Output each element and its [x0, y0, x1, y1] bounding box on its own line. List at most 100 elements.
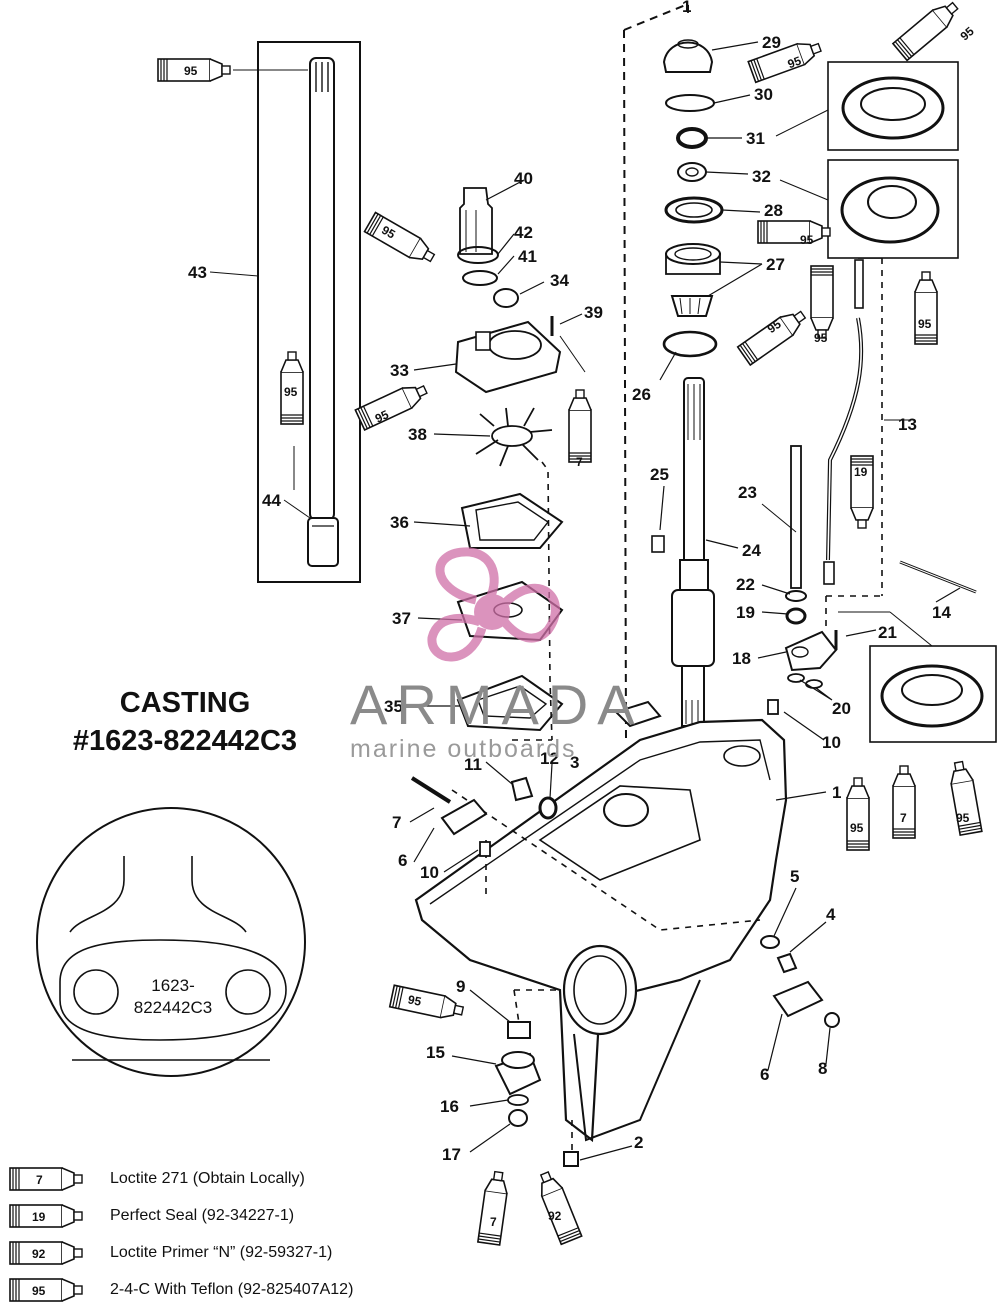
- callout-34: 34: [550, 271, 569, 290]
- sealant-legend: 7 Loctite 271 (Obtain Locally) 19 Perfec…: [8, 1160, 428, 1308]
- driveshaft-bearing-stack: [623, 2, 724, 741]
- legend-label: Loctite Primer “N” (92-59327-1): [110, 1243, 333, 1261]
- casting-heading: CASTING #1623-822442C3: [60, 684, 310, 760]
- tube-label: 92: [548, 1209, 562, 1223]
- callout-17: 17: [442, 1145, 461, 1164]
- tube-label: 19: [854, 465, 868, 479]
- tube-label: 95: [407, 992, 423, 1009]
- callout-14: 14: [932, 603, 951, 622]
- casting-number: #1623-822442C3: [72, 725, 298, 757]
- tube-19-icon: 19: [9, 1203, 83, 1228]
- legend-row: 95 2-4-C With Teflon (92-825407A12): [8, 1271, 428, 1308]
- callout-23: 23: [738, 483, 757, 502]
- callout-20: 20: [832, 699, 851, 718]
- tube-95-icon: [388, 984, 466, 1023]
- tube-label: 95: [284, 385, 298, 399]
- tube-95-icon: [363, 211, 439, 269]
- tube-92-icon: 92: [9, 1240, 83, 1265]
- callout-6: 6: [398, 851, 407, 870]
- callout-12: 12: [540, 749, 559, 768]
- gear-housing: [414, 718, 788, 1162]
- callout-42: 42: [514, 223, 533, 242]
- watermark-tagline: marine outboards: [350, 735, 577, 763]
- legend-code: 19: [32, 1210, 46, 1224]
- callout-31: 31: [746, 129, 765, 148]
- callout-5: 5: [790, 867, 799, 886]
- tube-95-icon: 95: [9, 1277, 83, 1302]
- tube-label: 7: [490, 1215, 497, 1229]
- tube-7-icon: [568, 389, 592, 463]
- callout-8: 8: [818, 1059, 827, 1078]
- tube-label: 95: [958, 24, 977, 44]
- legend-row: 7 Loctite 271 (Obtain Locally): [8, 1160, 428, 1197]
- callout-21: 21: [878, 623, 897, 642]
- callout-26: 26: [632, 385, 651, 404]
- tube-label: 95: [800, 233, 814, 247]
- tube-95-icon: [354, 378, 431, 431]
- legend-label: 2-4-C With Teflon (92-825407A12): [110, 1280, 354, 1298]
- callout-2: 2: [634, 1133, 643, 1152]
- callout-15: 15: [426, 1043, 445, 1062]
- tube-95-icon: [914, 271, 938, 345]
- tube-95-icon: [810, 265, 834, 339]
- callout-19: 19: [736, 603, 755, 622]
- callout-27: 27: [766, 255, 785, 274]
- part-callouts: 1 29 30 31 32 28 27 26 25 24 23 22 19 18…: [188, 0, 951, 1164]
- callout-10: 10: [822, 733, 841, 752]
- callout-30: 30: [754, 85, 773, 104]
- armada-logo: [427, 547, 560, 662]
- callout-38: 38: [408, 425, 427, 444]
- seal-detail-boxes: [775, 61, 997, 743]
- tube-label: 95: [956, 811, 970, 825]
- tube-label: 95: [786, 53, 804, 71]
- callout-32: 32: [752, 167, 771, 186]
- casting-detail-label: 1623- 822442C3: [133, 976, 213, 1017]
- tube-label: 95: [373, 407, 391, 425]
- shift-linkage: [761, 257, 977, 689]
- legend-code: 92: [32, 1247, 46, 1261]
- tube-95-icon: [846, 777, 870, 851]
- callout-6: 6: [760, 1065, 769, 1084]
- casting-title: CASTING: [119, 687, 251, 719]
- callout-9: 9: [456, 977, 465, 996]
- tube-label: 7: [900, 811, 907, 825]
- tube-label: 95: [379, 223, 398, 242]
- tube-92-icon: [533, 1168, 583, 1246]
- callout-44: 44: [262, 491, 281, 510]
- legend-label: Perfect Seal (92-34227-1): [110, 1206, 295, 1224]
- callout-10: 10: [420, 863, 439, 882]
- tube-95-icon: [757, 220, 831, 244]
- callout-41: 41: [518, 247, 537, 266]
- tube-7-icon: [892, 765, 916, 839]
- legend-row: 92 Loctite Primer “N” (92-59327-1): [8, 1234, 428, 1271]
- callout-24: 24: [742, 541, 761, 560]
- callout-36: 36: [390, 513, 409, 532]
- tube-labels: 95 95 95 95 95 95 95 95 95 95 19 7 95 7 …: [184, 24, 977, 1229]
- tube-label: 95: [184, 64, 198, 78]
- callout-13: 13: [898, 415, 917, 434]
- callout-40: 40: [514, 169, 533, 188]
- watermark-brand: ARMADA: [350, 673, 644, 736]
- legend-row: 19 Perfect Seal (92-34227-1): [8, 1197, 428, 1234]
- casting-detail-view: [36, 807, 306, 1077]
- callout-1: 1: [682, 0, 691, 16]
- callout-7: 7: [392, 813, 401, 832]
- tube-7-icon: 7: [9, 1166, 83, 1191]
- callout-18: 18: [732, 649, 751, 668]
- tube-7-icon: [477, 1169, 511, 1246]
- callout-22: 22: [736, 575, 755, 594]
- callout-16: 16: [440, 1097, 459, 1116]
- tube-label: 95: [850, 821, 864, 835]
- tube-95-icon: [892, 0, 964, 62]
- small-hardware: [410, 699, 840, 1167]
- callout-1: 1: [832, 783, 841, 802]
- callout-3: 3: [570, 753, 579, 772]
- callout-37: 37: [392, 609, 411, 628]
- callout-43: 43: [188, 263, 207, 282]
- callout-11: 11: [464, 755, 482, 774]
- callout-4: 4: [826, 905, 836, 924]
- legend-label: Loctite 271 (Obtain Locally): [110, 1169, 305, 1187]
- tube-label: 95: [918, 317, 932, 331]
- tube-label: 7: [576, 455, 583, 469]
